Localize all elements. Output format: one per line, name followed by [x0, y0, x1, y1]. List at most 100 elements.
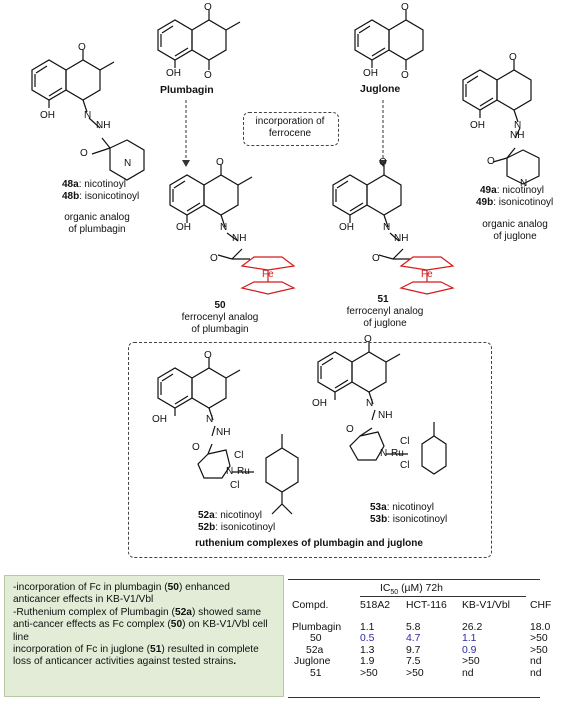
table-row: 50 0.5 4.7 1.1 >50 [288, 633, 562, 645]
atom-o: O [379, 157, 387, 168]
table-row: 52a 1.3 9.7 0.9 >50 [288, 645, 562, 657]
note-line-1: -incorporation of Fc in plumbagin (50) e… [13, 582, 230, 606]
atom-o: O [204, 350, 212, 361]
atom-o: O [509, 52, 517, 63]
atom-oh: OH [312, 398, 327, 409]
cell: 9.7 [406, 644, 421, 656]
ferrocene-50-icon [240, 256, 296, 295]
th-chf: CHF [530, 600, 552, 611]
table-bottom-rule [288, 697, 540, 698]
atom-o: O [364, 334, 372, 345]
c49-caption-2: of juglone [493, 231, 537, 242]
title-underline [360, 596, 526, 597]
compound-52-structure [157, 358, 299, 515]
compound-48a-label: 48a: nicotinoyl [62, 179, 126, 190]
cell: >50 [530, 633, 548, 644]
atom-n: N [124, 158, 132, 169]
atom-o: O [487, 156, 495, 167]
cell: Plumbagin [292, 621, 342, 633]
atom-ru: Ru [237, 466, 250, 477]
ic50-table: Compd. 518A2 HCT-116 KB-V1/Vbl CHF Plumb… [288, 600, 562, 679]
table-row: Juglone 1.9 7.5 >50 nd [288, 656, 562, 668]
cell: 0.5 [360, 633, 375, 644]
atom-oh: OH [152, 414, 167, 425]
findings-note: -incorporation of Fc in plumbagin (50) e… [4, 575, 284, 697]
cell: >50 [462, 656, 480, 667]
note-line-3: incorporation of Fc in juglone (51) resu… [13, 644, 259, 668]
atom-o: O [401, 70, 409, 81]
atom-o: O [210, 253, 218, 264]
atom-nh: NH [216, 427, 231, 438]
table-title: IC50 (µM) 72h [380, 583, 443, 597]
th-518a2: 518A2 [360, 600, 391, 611]
c48-caption-2: of plumbagin [68, 224, 126, 235]
table-top-rule [288, 579, 540, 580]
atom-fe: Fe [421, 269, 433, 280]
atom-n: N [383, 222, 391, 233]
atom-o: O [80, 148, 88, 159]
atom-n: N [220, 222, 228, 233]
cell: nd [462, 667, 474, 679]
cell: 18.0 [530, 621, 551, 633]
atom-o: O [401, 2, 409, 13]
compound-48b-label: 48b: isonicotinoyl [62, 191, 140, 202]
atom-ru: Ru [391, 448, 404, 459]
c48-caption-1: organic analog [64, 212, 130, 223]
atom-oh: OH [176, 222, 191, 233]
atom-n: N [366, 398, 374, 409]
cell: 26.2 [462, 621, 483, 633]
plumbagin-structure [157, 10, 241, 70]
atom-n: N [84, 110, 92, 121]
compound-51-id: 51 [377, 294, 389, 305]
cell: >50 [406, 667, 424, 679]
atom-nh: NH [232, 233, 247, 244]
atom-oh: OH [470, 120, 485, 131]
cell: 7.5 [406, 656, 421, 667]
atom-o: O [372, 253, 380, 264]
atom-oh: OH [363, 68, 378, 79]
table-row: Plumbagin 1.1 5.8 26.2 18.0 [288, 622, 562, 634]
atom-cl: Cl [234, 450, 244, 461]
atom-nh: NH [96, 120, 111, 131]
compound-49-structure [462, 60, 540, 185]
compound-53b-label: 53b: isonicotinoyl [370, 514, 448, 525]
atom-cl: Cl [230, 480, 240, 491]
ferrocene-51-icon [399, 256, 455, 295]
atom-o: O [204, 2, 212, 13]
incorporation-line1: incorporation of [255, 116, 325, 127]
atom-o: O [346, 424, 354, 435]
atom-cl: Cl [400, 460, 410, 471]
cell: >50 [530, 644, 548, 656]
ruthenium-title: ruthenium complexes of plumbagin and jug… [195, 538, 423, 549]
cell: nd [530, 667, 542, 679]
c50-caption-1: ferrocenyl analog [181, 312, 259, 323]
reaction-scheme [31, 10, 540, 515]
cell: Juglone [294, 656, 331, 667]
atom-nh: NH [378, 410, 393, 421]
compound-52b-label: 52b: isonicotinoyl [198, 522, 276, 533]
atom-fe: Fe [262, 269, 274, 280]
cell: 4.7 [406, 633, 421, 644]
cell: 1.3 [360, 644, 375, 656]
compound-51-structure [332, 165, 411, 260]
compound-52a-label: 52a: nicotinoyl [198, 510, 262, 521]
incorporation-box [243, 112, 339, 146]
cell: 52a [306, 644, 324, 656]
atom-o: O [192, 442, 200, 453]
c49-caption-1: organic analog [482, 219, 548, 230]
atom-o: O [216, 157, 224, 168]
atom-n: N [226, 466, 234, 477]
table-row: 51 >50 >50 nd nd [288, 668, 562, 680]
ruthenium-box [128, 342, 492, 558]
c51-caption-1: ferrocenyl analog [346, 306, 424, 317]
cell: 1.1 [360, 621, 375, 633]
c51-caption-2: of juglone [363, 318, 407, 329]
cell: >50 [360, 667, 378, 679]
atom-o: O [204, 70, 212, 81]
cell: 50 [310, 633, 322, 644]
atom-oh: OH [339, 222, 354, 233]
compound-50-id: 50 [214, 300, 226, 311]
atom-cl: Cl [400, 436, 410, 447]
th-kbv1: KB-V1/Vbl [462, 600, 510, 611]
atom-n: N [206, 414, 214, 425]
